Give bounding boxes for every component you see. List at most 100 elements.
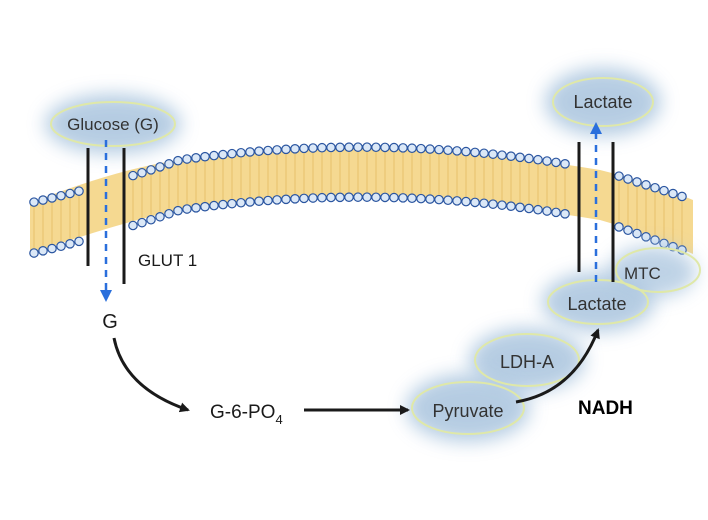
lipid-head	[362, 192, 372, 202]
lipid-head	[344, 192, 354, 202]
lipid-head	[65, 239, 75, 249]
lipid-head	[245, 147, 255, 157]
lipid-head	[560, 159, 570, 169]
lipid-head	[452, 196, 462, 206]
lipid-head	[290, 194, 300, 204]
lipid-head	[371, 192, 381, 203]
lipid-head	[218, 199, 228, 210]
label-pyruvate: Pyruvate	[432, 401, 503, 421]
lipid-head	[236, 147, 246, 158]
lipid-head	[461, 196, 471, 207]
lipid-head	[191, 203, 201, 213]
arrow-pyruvate-to-lactate	[515, 328, 600, 404]
lipid-head	[200, 201, 210, 212]
glut1-transporter	[86, 140, 126, 302]
lipid-head	[272, 195, 282, 205]
label-lactate-inside: Lactate	[567, 294, 626, 314]
label-nadh: NADH	[578, 398, 633, 419]
lipid-head	[353, 192, 363, 202]
lipid-head	[488, 149, 498, 159]
lipid-head	[308, 193, 318, 203]
lipid-head	[389, 192, 399, 203]
lipid-head	[641, 232, 651, 242]
lipid-head	[47, 243, 57, 254]
lipid-head	[146, 214, 156, 225]
lipid-head	[479, 148, 489, 159]
lipid-head	[254, 146, 264, 156]
lipid-head	[443, 145, 453, 156]
lipid-head	[209, 200, 219, 211]
lipid-head	[380, 142, 390, 153]
lipid-head	[542, 156, 552, 166]
lipid-head	[614, 222, 624, 232]
lipid-head	[308, 143, 318, 153]
lipid-head	[281, 194, 291, 205]
lipid-head	[632, 177, 642, 187]
lipid-head	[65, 188, 75, 199]
lipid-head	[245, 197, 255, 207]
lipid-head	[533, 154, 543, 165]
lipid-head	[425, 194, 435, 204]
lipid-head	[650, 235, 660, 245]
lipid-head	[623, 174, 633, 184]
lipid-head	[173, 155, 183, 166]
lipid-head	[47, 193, 57, 203]
lipid-head	[227, 198, 237, 209]
lipid-head	[452, 146, 462, 156]
lipid-head	[398, 143, 408, 153]
halo-ldha	[469, 328, 585, 392]
lipid-head	[488, 199, 498, 209]
lipid-head	[56, 190, 66, 201]
lipid-head	[74, 186, 84, 196]
label-glucose-outside: Glucose (G)	[67, 115, 159, 134]
lipid-head	[128, 170, 138, 181]
halo-glucose	[45, 94, 181, 154]
lipid-head	[164, 159, 174, 169]
label-lactate-outside: Lactate	[573, 92, 632, 112]
ring-lactate-in	[547, 279, 649, 325]
lipid-head	[470, 147, 480, 158]
lipid-head	[317, 192, 327, 203]
lipid-head	[470, 197, 480, 208]
lipid-head	[551, 207, 561, 218]
mtc-transporter	[577, 122, 615, 282]
pathway-arrows	[112, 328, 600, 415]
lipid-head	[551, 157, 561, 168]
lipid-head	[353, 142, 363, 152]
lipid-heads-inner	[29, 192, 687, 258]
lipid-head	[659, 238, 669, 249]
lipid-head	[632, 228, 642, 239]
lipid-heads-outer	[29, 142, 687, 207]
lipid-head	[317, 142, 327, 153]
labels: Glucose (G) GLUT 1 G G-6-PO4 Pyruvate LD…	[67, 92, 661, 427]
lipid-head	[461, 146, 471, 157]
lipid-head	[407, 193, 417, 204]
lipid-head	[371, 142, 381, 153]
lipid-head	[524, 153, 534, 164]
lipid-head	[155, 211, 165, 222]
lipid-head	[56, 241, 66, 252]
lipid-head	[524, 203, 534, 214]
lipid-head	[29, 248, 39, 258]
lipid-head	[38, 246, 48, 256]
lipid-head	[389, 142, 399, 153]
lipid-head	[236, 197, 246, 208]
lipid-head	[398, 193, 408, 203]
label-mtc: MTC	[624, 264, 661, 283]
highlight-halos	[45, 68, 701, 442]
lipid-head	[182, 204, 192, 214]
lipid-head	[434, 194, 444, 205]
lipid-head	[272, 145, 282, 155]
cell-membrane	[29, 142, 693, 258]
lipid-head	[29, 197, 39, 207]
lipid-head	[164, 208, 174, 219]
lipid-head	[668, 188, 678, 199]
lipid-head	[254, 196, 264, 206]
lipid-head	[677, 191, 687, 202]
ring-glucose	[50, 101, 176, 147]
lipid-head	[641, 180, 651, 190]
arrow-g-to-g6p	[112, 337, 190, 413]
lipid-head	[137, 167, 147, 178]
lipid-head	[74, 236, 84, 247]
